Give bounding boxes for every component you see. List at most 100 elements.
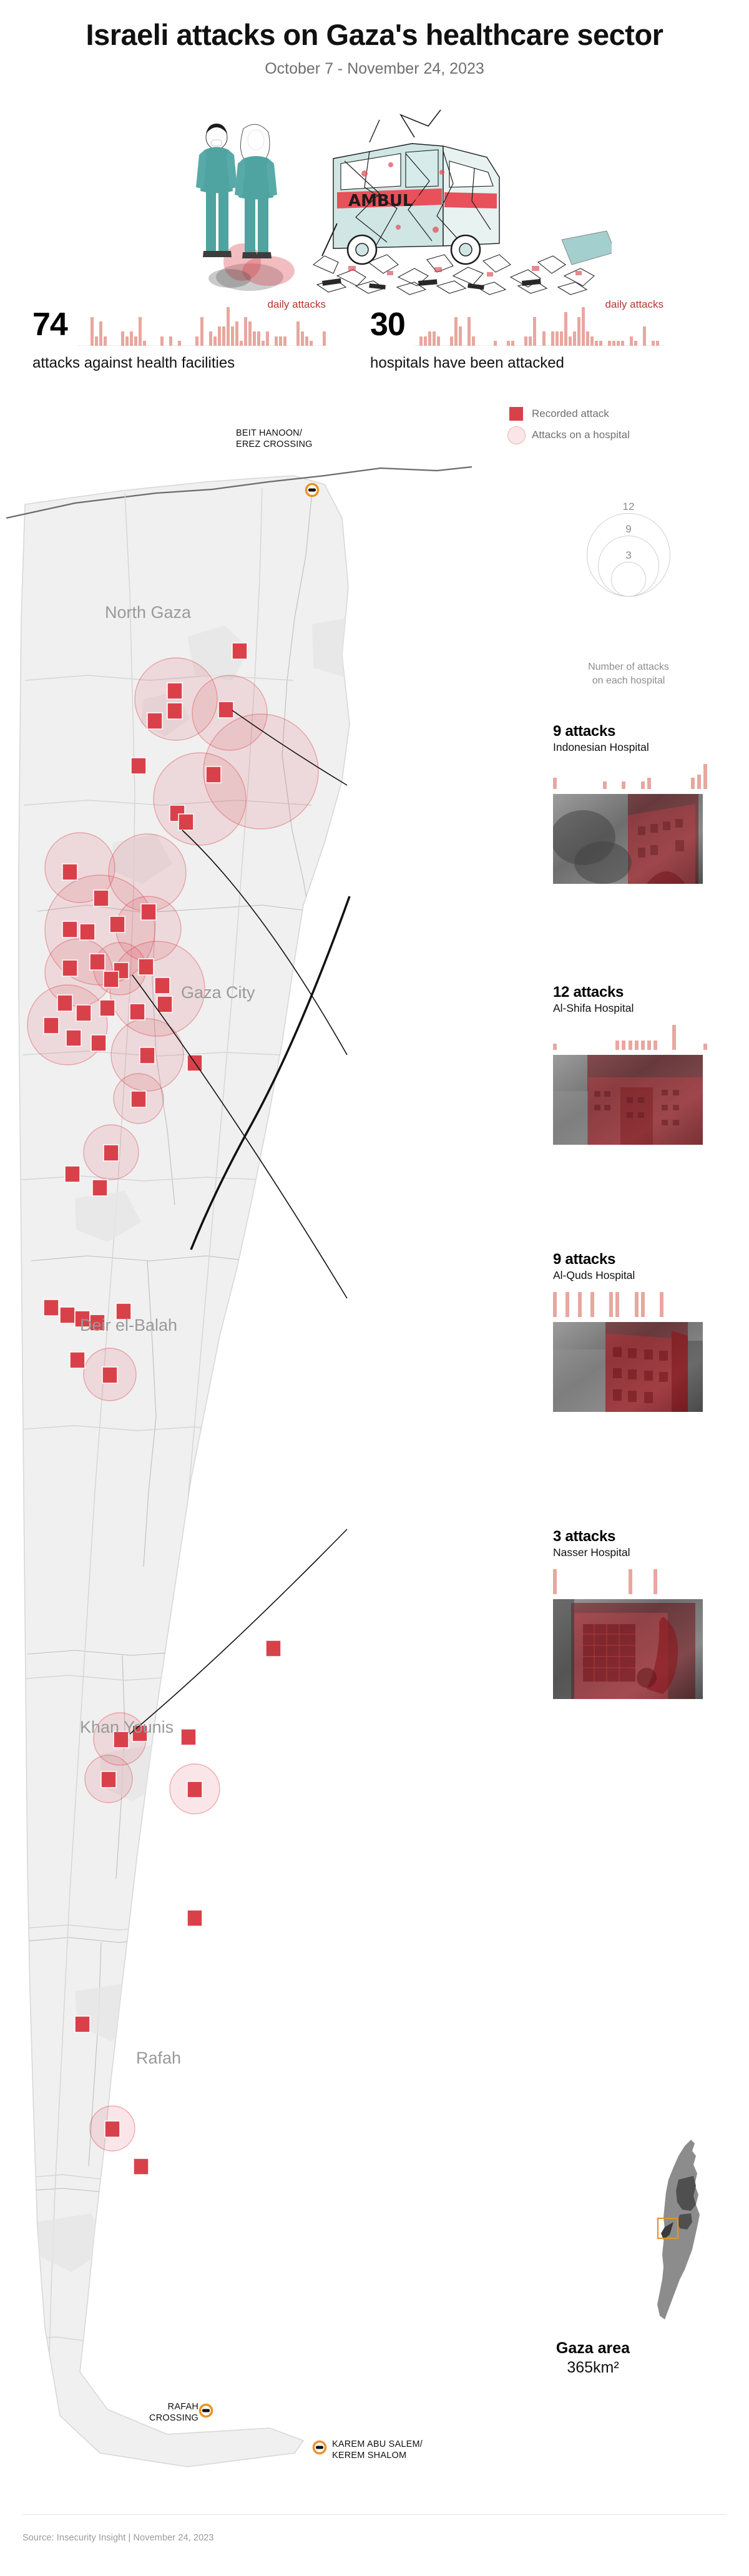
sparkline-bar (472, 336, 476, 346)
sparkline-bar (564, 311, 567, 346)
size-value-3: 3 (625, 549, 632, 561)
sparkline-bar (143, 341, 147, 346)
crossing-marker-kerem-shalom (312, 2440, 327, 2455)
sparkline-bar (274, 336, 278, 346)
sparkline-bar (590, 336, 594, 346)
region-inset-map (646, 2135, 727, 2322)
inset-highlight-box (657, 2217, 679, 2240)
sparkline-bar (95, 336, 99, 346)
sparkline-bar (555, 331, 559, 346)
crossing-marker-rafah (198, 2403, 213, 2418)
hospital-photo-nasser (553, 1599, 703, 1699)
photo-building-outline (553, 1330, 703, 1412)
size-value-9: 9 (625, 523, 632, 535)
sparkline-bar (703, 1043, 707, 1050)
sparkline-bar (217, 326, 221, 346)
sparkline-bar (265, 331, 269, 346)
photo-interior-outline (553, 1599, 678, 1699)
sparkline-bar (615, 1040, 620, 1050)
sparkline-bar (672, 1024, 676, 1050)
sparkline-bar (300, 331, 304, 346)
sparkline-bar (261, 341, 265, 346)
sparkline-bar (278, 336, 282, 346)
hospital-attack-count: 9 attacks (553, 1251, 616, 1268)
stat-number: 30 (370, 306, 406, 343)
hospital-card-al-shifa[interactable]: 12 attacks Al-Shifa Hospital (553, 984, 740, 1145)
inset-west-bank (676, 2176, 696, 2211)
crossing-label-kerem-shalom: KAREM ABU SALEM/ KEREM SHALOM (332, 2439, 423, 2461)
sparkline-bar (91, 316, 94, 346)
legend-item-label: Attacks on a hospital (532, 429, 630, 441)
crossing-markers (198, 482, 327, 2455)
sparkline-bar (468, 316, 471, 346)
hospital-name: Nasser Hospital (553, 1545, 630, 1559)
daily-attacks-sparkline-hospitals: daily attacks (415, 298, 663, 346)
sparkline-label: daily attacks (605, 298, 663, 310)
sparkline-bar (283, 336, 286, 346)
legend-item-recorded-attack: Recorded attack (509, 404, 715, 423)
hospital-name: Indonesian Hospital (553, 740, 649, 753)
sparkline-bar (99, 321, 103, 346)
map-label-gaza-city: Gaza City (181, 983, 255, 1002)
sparkline-bar (553, 1043, 557, 1050)
svg-text:AMBUL: AMBUL (348, 192, 413, 210)
sparkline-bar (577, 316, 580, 346)
gaza-map[interactable]: North Gaza Gaza City Deir el-Balah Khan … (0, 428, 474, 2503)
crossing-label-line1: BEIT HANOON/ (236, 428, 303, 438)
sparkline-bar (622, 781, 626, 789)
sparkline-bar (200, 316, 203, 346)
footer-divider (22, 2514, 727, 2515)
sparkline-bar (524, 336, 528, 346)
sparkline-bar (230, 326, 234, 346)
sparkline-bar (620, 341, 624, 346)
hospital-card-nasser[interactable]: 3 attacks Nasser Hospital (553, 1528, 740, 1699)
sparkline-bar (542, 331, 546, 346)
sparkline-bar (585, 331, 589, 346)
sparkline-bar (139, 316, 142, 346)
sparkline-bar (634, 1291, 639, 1317)
sparkline-bar (703, 763, 707, 789)
sparkline-bar (419, 336, 423, 346)
square-swatch-icon (509, 407, 523, 421)
sparkline-bar (653, 1040, 657, 1050)
sparkline-bar (305, 336, 308, 346)
bubble-size-legend-caption: Number of attacks on each hospital (538, 660, 719, 687)
inset-west-bank-south (677, 2213, 692, 2230)
photo-building-outline (553, 1077, 703, 1145)
hospital-card-al-quds[interactable]: 9 attacks Al-Quds Hospital (553, 1251, 740, 1412)
sparkline-bar (511, 341, 515, 346)
page-subtitle: October 7 - November 24, 2023 (265, 60, 484, 77)
corridor-line (190, 896, 351, 1250)
photo-red-overlay (587, 1054, 703, 1145)
crossing-label-line2: KEREM SHALOM (332, 2450, 407, 2461)
hospital-attack-sparkline-nasser (553, 1567, 707, 1594)
israel-palestine-inset-svg (657, 2140, 700, 2319)
sparkline-bar (612, 341, 615, 346)
sparkline-bar (640, 781, 645, 789)
caption-line-2: on each hospital (592, 675, 665, 686)
sparkline-bar (551, 331, 554, 346)
sparkline-bar (640, 1291, 645, 1317)
sparkline-bar (257, 331, 260, 346)
gaza-area-title: Gaza area (556, 2339, 630, 2357)
callout-leader-lines (129, 710, 348, 1735)
sparkline-bar (616, 341, 620, 346)
hospital-card-indonesian[interactable]: 9 attacks Indonesian Hospital (553, 723, 740, 884)
hospital-photo-al-quds (553, 1321, 703, 1412)
map-label-deir-el-balah: Deir el-Balah (80, 1316, 178, 1335)
sparkline-bar (222, 326, 225, 346)
hospital-attack-count: 12 attacks (553, 984, 624, 1001)
sparkline-bar (309, 341, 313, 346)
sparkline-bar (226, 307, 230, 346)
map-label-rafah: Rafah (136, 2049, 182, 2067)
crossing-label-line1: KAREM ABU SALEM/ (332, 2439, 423, 2449)
sparkline-bar (653, 1569, 657, 1594)
sparkline-bar (160, 336, 164, 346)
hospital-photo-al-shifa (553, 1054, 703, 1145)
stat-hospitals-attacked: 30 daily attacks hospitals have been att… (370, 295, 663, 401)
sparkline-bar (628, 1569, 632, 1594)
legend-item-label: Recorded attack (532, 408, 609, 419)
gaza-map-svg[interactable] (0, 431, 474, 2503)
sparkline-bar (169, 336, 173, 346)
photo-red-overlay (628, 793, 698, 884)
